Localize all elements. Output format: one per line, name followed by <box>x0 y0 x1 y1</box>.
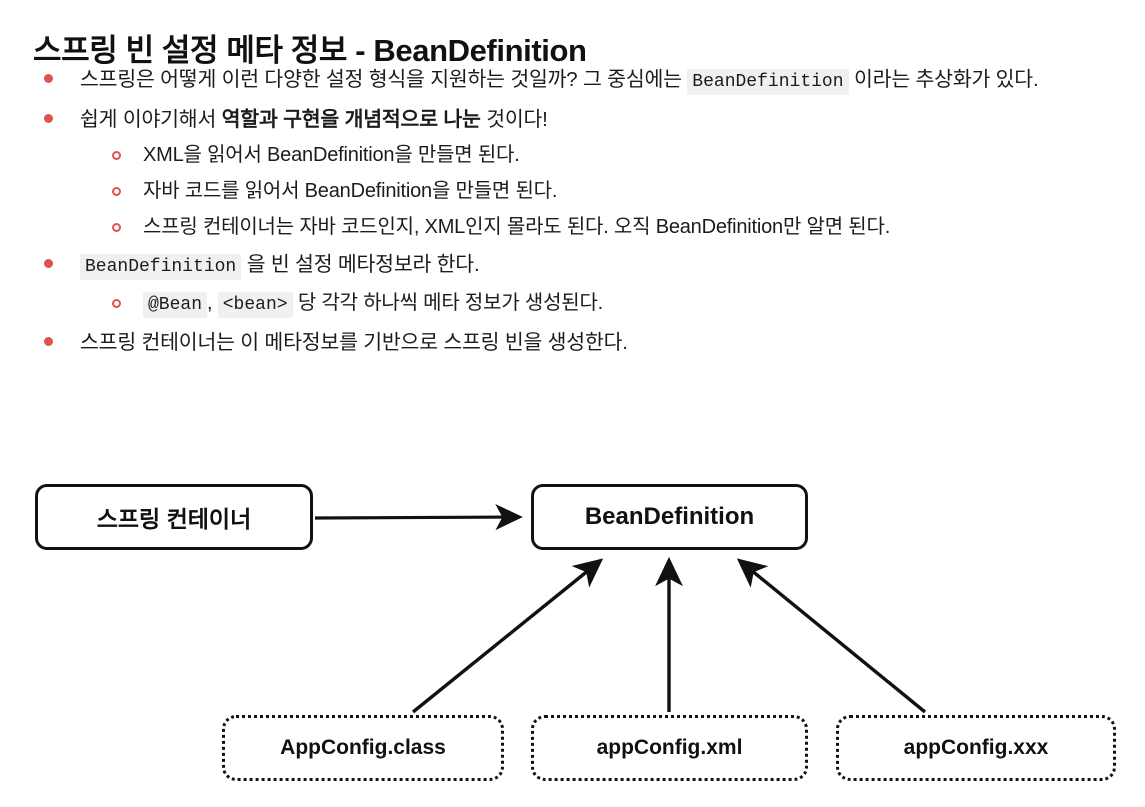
diagram-node-app-config-xxx: appConfig.xxx <box>836 715 1116 781</box>
diagram-node-spring-container-label: 스프링 컨테이너 <box>96 506 252 532</box>
arrow-container-to-beandefinition <box>314 503 523 531</box>
page-title: 스프링 빈 설정 메타 정보 - BeanDefinition <box>33 32 587 68</box>
bullet-item-text: XML을 읽어서 BeanDefinition을 만들면 된다. <box>143 139 520 172</box>
bullet-marker-solid-dot-icon <box>44 74 53 83</box>
arrow-appconfigxxx-to-beandefinition <box>736 558 927 714</box>
bullet-marker-solid-dot-icon <box>44 114 53 123</box>
bullet-marker-hollow-dot-icon <box>112 223 121 232</box>
inline-code: BeanDefinition <box>80 254 242 280</box>
bullet-marker-solid-dot-icon <box>44 259 53 268</box>
bullet-item: 자바 코드를 읽어서 BeanDefinition을 만들면 된다. <box>0 175 1145 208</box>
text-run: 스프링 컨테이너는 이 메타정보를 기반으로 스프링 빈을 생성한다. <box>80 331 628 354</box>
diagram-node-app-config-xml-label: appConfig.xml <box>596 736 743 759</box>
bold-text: 역할과 구현을 개념적으로 나눈 <box>221 108 487 131</box>
text-run: 자바 코드를 읽어서 BeanDefinition을 만들면 된다. <box>143 180 558 202</box>
inline-code: @Bean <box>143 292 208 318</box>
bullet-item: 스프링은 어떻게 이런 다양한 설정 형식을 지원하는 것일까? 그 중심에는 … <box>0 62 1145 100</box>
bullet-item: 쉽게 이야기해서 역할과 구현을 개념적으로 나눈 것이다! <box>0 102 1145 137</box>
diagram-node-app-config-xml: appConfig.xml <box>531 715 808 781</box>
bullet-item: XML을 읽어서 BeanDefinition을 만들면 된다. <box>0 139 1145 172</box>
diagram-node-app-config-class: AppConfig.class <box>222 715 504 781</box>
bullet-item: 스프링 컨테이너는 이 메타정보를 기반으로 스프링 빈을 생성한다. <box>0 325 1145 360</box>
bullet-item-text: 쉽게 이야기해서 역할과 구현을 개념적으로 나눈 것이다! <box>80 102 548 137</box>
diagram-node-bean-definition: BeanDefinition <box>531 484 808 550</box>
bullet-marker-hollow-dot-icon <box>112 151 121 160</box>
diagram-node-spring-container: 스프링 컨테이너 <box>35 484 313 550</box>
inline-code: <bean> <box>217 292 293 318</box>
bullet-item-text: @Bean, <bean> 당 각각 하나씩 메타 정보가 생성된다. <box>143 287 603 322</box>
diagram-node-app-config-xxx-label: appConfig.xxx <box>903 736 1049 759</box>
bullet-item: @Bean, <bean> 당 각각 하나씩 메타 정보가 생성된다. <box>0 287 1145 322</box>
bullet-item: 스프링 컨테이너는 자바 코드인지, XML인지 몰라도 된다. 오직 Bean… <box>0 211 1145 244</box>
text-run: 을 빈 설정 메타정보라 한다. <box>241 253 480 276</box>
bullet-item-text: 스프링 컨테이너는 자바 코드인지, XML인지 몰라도 된다. 오직 Bean… <box>143 211 890 244</box>
bullet-list: 스프링은 어떻게 이런 다양한 설정 형식을 지원하는 것일까? 그 중심에는 … <box>0 62 1145 362</box>
bullet-marker-hollow-dot-icon <box>112 299 121 308</box>
bullet-item: BeanDefinition 을 빈 설정 메타정보라 한다. <box>0 247 1145 285</box>
text-run: 스프링은 어떻게 이런 다양한 설정 형식을 지원하는 것일까? 그 중심에는 <box>80 68 688 91</box>
bullet-item-text: 스프링은 어떻게 이런 다양한 설정 형식을 지원하는 것일까? 그 중심에는 … <box>80 62 1039 100</box>
bullet-item-text: 자바 코드를 읽어서 BeanDefinition을 만들면 된다. <box>143 175 557 208</box>
bullet-marker-solid-dot-icon <box>44 337 53 346</box>
text-run: 당 각각 하나씩 메타 정보가 생성된다. <box>292 292 604 314</box>
bullet-item-text: BeanDefinition 을 빈 설정 메타정보라 한다. <box>80 247 480 285</box>
text-run: 이라는 추상화가 있다. <box>848 68 1039 91</box>
bullet-marker-hollow-dot-icon <box>112 187 121 196</box>
text-run: XML을 읽어서 BeanDefinition을 만들면 된다. <box>143 144 520 166</box>
diagram-node-app-config-class-label: AppConfig.class <box>280 736 446 759</box>
text-run: 쉽게 이야기해서 <box>80 108 222 131</box>
diagram-node-bean-definition-label: BeanDefinition <box>584 503 755 530</box>
beandefinition-diagram: 스프링 컨테이너 BeanDefinition AppConfig.class … <box>0 462 1145 807</box>
bullet-item-text: 스프링 컨테이너는 이 메타정보를 기반으로 스프링 빈을 생성한다. <box>80 325 628 360</box>
text-run: 스프링 컨테이너는 자바 코드인지, XML인지 몰라도 된다. 오직 Bean… <box>143 216 891 238</box>
text-run: 것이다! <box>486 108 548 131</box>
arrow-appconfigclass-to-beandefinition <box>411 558 604 714</box>
inline-code: BeanDefinition <box>687 69 849 95</box>
text-run: , <box>207 292 218 314</box>
